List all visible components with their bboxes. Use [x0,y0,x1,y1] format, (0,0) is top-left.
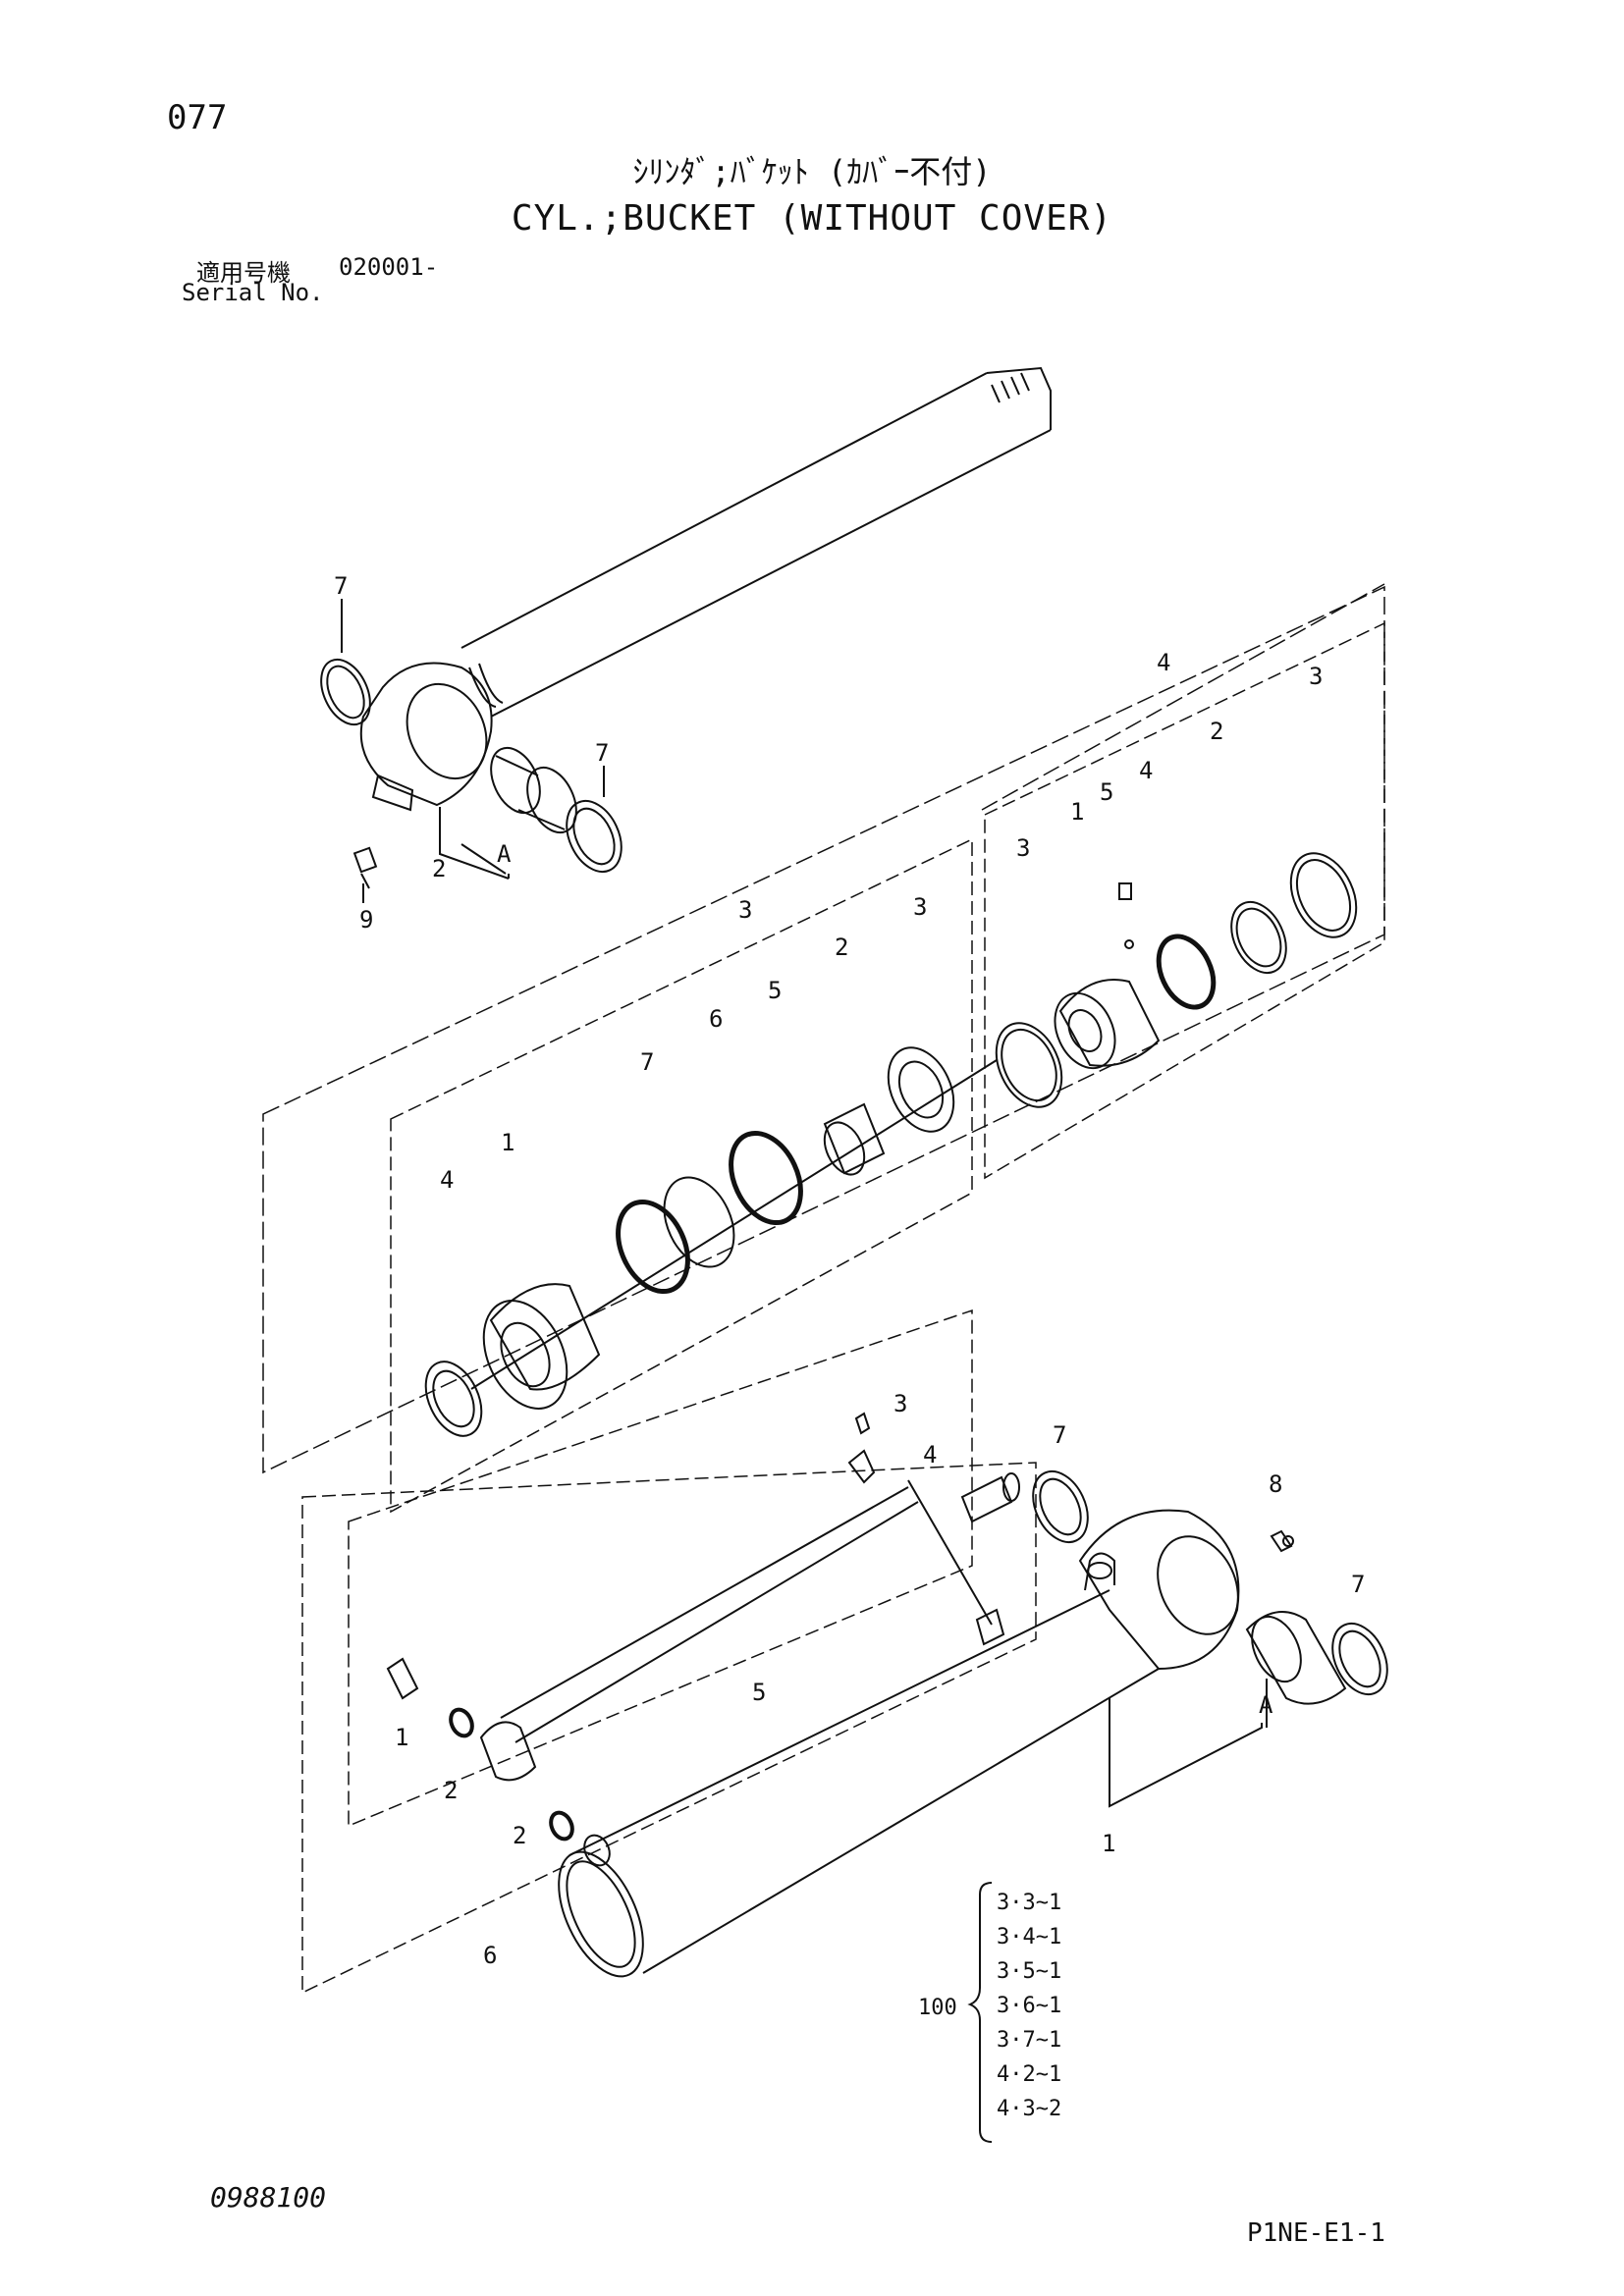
reference-brace [967,1882,993,2143]
svg-text:3: 3 [913,893,927,921]
rod-eye [359,662,493,812]
svg-text:4: 4 [1157,649,1170,676]
piston-group-outline [984,621,1385,1180]
serial-label-english: Serial No. [182,279,324,306]
cylinder-tube [558,1509,1240,1978]
document-number: 0988100 [210,2181,327,2214]
svg-text:2: 2 [835,934,848,961]
svg-text:4: 4 [440,1166,454,1194]
svg-text:7: 7 [1351,1571,1365,1598]
svg-text:4: 4 [1139,757,1153,784]
svg-text:7: 7 [1053,1421,1066,1449]
title-japanese: ｼﾘﾝﾀﾞ;ﾊﾞｹｯﾄ (ｶﾊﾞｰ不付) [632,153,992,190]
gland-group-outline [390,837,973,1514]
svg-text:9: 9 [359,906,373,934]
rod-seal-left [320,658,371,726]
svg-text:2: 2 [513,1822,526,1849]
serial-number-value: 020001- [339,253,439,281]
svg-text:2: 2 [432,855,446,882]
grease-fitting-9 [352,846,378,889]
page-code: P1NE-E1-1 [1247,2218,1385,2248]
piston-parts [995,852,1358,1108]
reference-group: 100 3·3~1 3·4~1 3·5~1 3·6~1 3·7~1 4·2~1 … [918,1891,1061,2121]
svg-text:4·2~1: 4·2~1 [997,2062,1061,2087]
svg-text:3: 3 [1016,834,1030,862]
svg-text:6: 6 [483,1942,497,1969]
svg-text:3: 3 [893,1390,907,1417]
rod-bushing [490,746,577,834]
svg-text:6: 6 [709,1005,723,1033]
page-number: 077 [167,98,228,137]
svg-text:7: 7 [334,572,348,600]
tube-group-outline [301,1308,1037,1995]
svg-text:3·5~1: 3·5~1 [997,1959,1061,1984]
callout-labels: 7 7 2 A 9 4 3 2 4 5 1 3 3 3 2 5 6 7 1 4 … [334,572,1365,1969]
svg-text:4: 4 [923,1441,937,1468]
svg-text:7: 7 [595,739,609,767]
svg-text:3: 3 [1309,663,1323,690]
svg-text:4·3~2: 4·3~2 [997,2097,1061,2121]
svg-text:2: 2 [444,1777,458,1804]
svg-text:3·4~1: 3·4~1 [997,1925,1061,1949]
svg-text:7: 7 [640,1048,654,1076]
svg-text:3·3~1: 3·3~1 [997,1891,1061,1915]
svg-text:3: 3 [738,896,752,924]
svg-text:1: 1 [501,1129,514,1156]
piston-rod [460,366,1052,718]
svg-text:5: 5 [768,977,782,1004]
svg-text:3·7~1: 3·7~1 [997,2028,1061,2053]
svg-text:1: 1 [395,1724,408,1751]
svg-text:A: A [1259,1691,1273,1719]
rod-seal-right [566,799,623,874]
svg-text:A: A [497,840,512,868]
svg-text:1: 1 [1070,798,1084,826]
svg-text:5: 5 [1100,778,1113,806]
tube-side-parts [386,1412,1388,1867]
svg-text:100: 100 [918,1996,957,2020]
svg-text:8: 8 [1269,1470,1282,1498]
serial-label-japanese: 適用号機 [196,259,291,287]
title-english: CYL.;BUCKET (WITHOUT COVER) [511,198,1113,239]
gland-parts [424,1046,998,1437]
svg-text:5: 5 [752,1679,766,1706]
svg-text:3·6~1: 3·6~1 [997,1994,1061,2018]
svg-text:2: 2 [1210,718,1223,745]
svg-text:1: 1 [1102,1830,1115,1857]
